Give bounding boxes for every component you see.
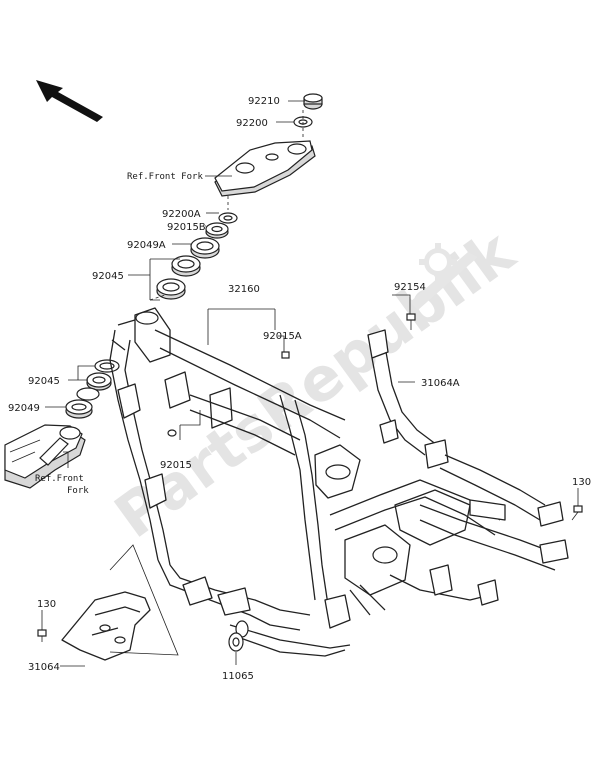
- label-92154: 92154: [394, 282, 426, 293]
- part-labels: 92210 92200 Ref.Front Fork 92200A 92015B…: [8, 96, 591, 682]
- lower-fork-bracket: [4, 424, 86, 489]
- gear-icon: [410, 243, 478, 310]
- bolt-92154: [406, 313, 416, 330]
- upper-fork-bracket: [214, 140, 316, 197]
- small-bolts: [37, 313, 583, 652]
- label-92200: 92200: [236, 118, 268, 129]
- label-92015B: 92015B: [167, 222, 206, 233]
- leader-lines: [41, 100, 579, 667]
- label-92210: 92210: [248, 96, 280, 107]
- part-92200A-washer: [218, 212, 238, 224]
- label-ref-front-fork-left-1: Ref.Front: [35, 474, 84, 484]
- label-130-right: 130: [572, 477, 591, 488]
- part-92045-bearing-top: [156, 255, 201, 300]
- main-frame-32160: [109, 307, 569, 657]
- steering-stem-assembly: [149, 93, 323, 301]
- front-direction-arrow-icon: [36, 80, 103, 122]
- bolt-92015A: [281, 351, 290, 359]
- part-92049-seal: [65, 399, 93, 419]
- part-31064-bracket: [61, 591, 151, 661]
- bolt-92015: [167, 429, 177, 437]
- label-11065: 11065: [222, 671, 254, 682]
- label-92045-top: 92045: [92, 271, 124, 282]
- label-32160: 32160: [228, 284, 260, 295]
- label-31064A: 31064A: [421, 378, 460, 389]
- label-130-left: 130: [37, 599, 56, 610]
- cap-11065: [228, 632, 244, 652]
- part-92015B-nut: [205, 222, 229, 239]
- label-92015: 92015: [160, 460, 192, 471]
- label-92200A: 92200A: [162, 209, 201, 220]
- bolt-130-right: [571, 505, 583, 521]
- label-31064: 31064: [28, 662, 60, 673]
- label-92015A: 92015A: [263, 331, 302, 342]
- label-92049A: 92049A: [127, 240, 166, 251]
- label-92049: 92049: [8, 403, 40, 414]
- part-31064A-rear-rail: [367, 329, 564, 527]
- lower-steering-parts: [4, 359, 120, 489]
- label-92045-left: 92045: [28, 376, 60, 387]
- part-92049A-seal: [190, 237, 220, 259]
- bolt-130-left: [37, 629, 47, 642]
- label-ref-front-fork-top: Ref.Front Fork: [127, 172, 203, 182]
- part-92210-nut: [303, 93, 323, 110]
- label-ref-front-fork-left-2: Fork: [67, 486, 89, 496]
